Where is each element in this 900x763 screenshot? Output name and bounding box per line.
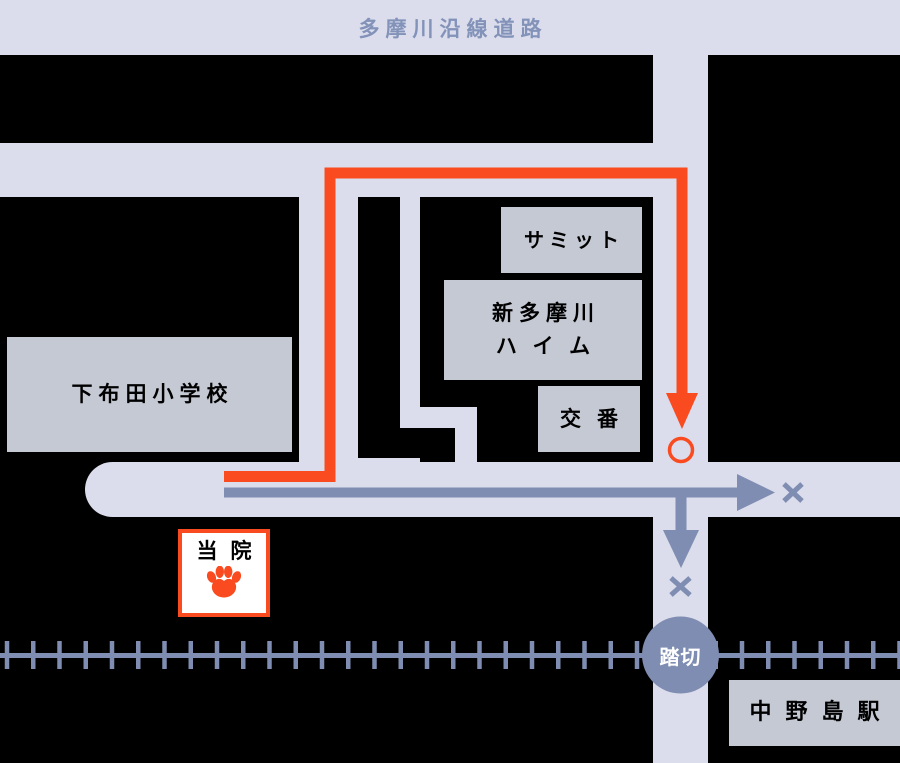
building-shimofuda-school: 下布田小学校 <box>7 337 292 452</box>
city-block <box>0 55 653 143</box>
paw-icon <box>206 566 242 598</box>
building-summit: サミット <box>501 207 642 273</box>
branch-road-arrowhead <box>663 530 699 568</box>
main-road-arrowhead <box>737 474 775 511</box>
road-rounded-end <box>85 462 140 517</box>
road-patch <box>455 428 477 462</box>
building-koban: 交番 <box>538 386 640 452</box>
summit-label: サミット <box>524 227 624 252</box>
city-block <box>358 197 400 428</box>
clinic-label: 当院 <box>196 539 265 563</box>
heim-label-line1: 新多摩川 <box>492 301 600 326</box>
roadblock-x-east-icon <box>782 482 804 503</box>
heim-label-line2: ハイム <box>495 334 607 358</box>
route-destination-circle <box>667 436 695 464</box>
road-title: 多摩川沿線道路 <box>0 0 900 55</box>
building-nakanoshima-station: 中野島駅 <box>729 680 900 746</box>
city-block <box>708 55 900 462</box>
route-arrowhead <box>666 393 698 429</box>
building-shintamagawa-heim: 新多摩川 ハイム <box>444 280 642 380</box>
crossing-label: 踏切 <box>659 645 702 669</box>
roadblock-x-south-icon <box>669 576 692 597</box>
station-label: 中野島駅 <box>749 699 894 725</box>
city-block <box>0 517 653 763</box>
koban-label: 交番 <box>560 406 634 431</box>
school-label: 下布田小学校 <box>71 382 234 407</box>
clinic-box: 当院 <box>178 529 270 617</box>
road-title-text: 多摩川沿線道路 <box>358 16 548 41</box>
road-patch <box>400 407 477 428</box>
